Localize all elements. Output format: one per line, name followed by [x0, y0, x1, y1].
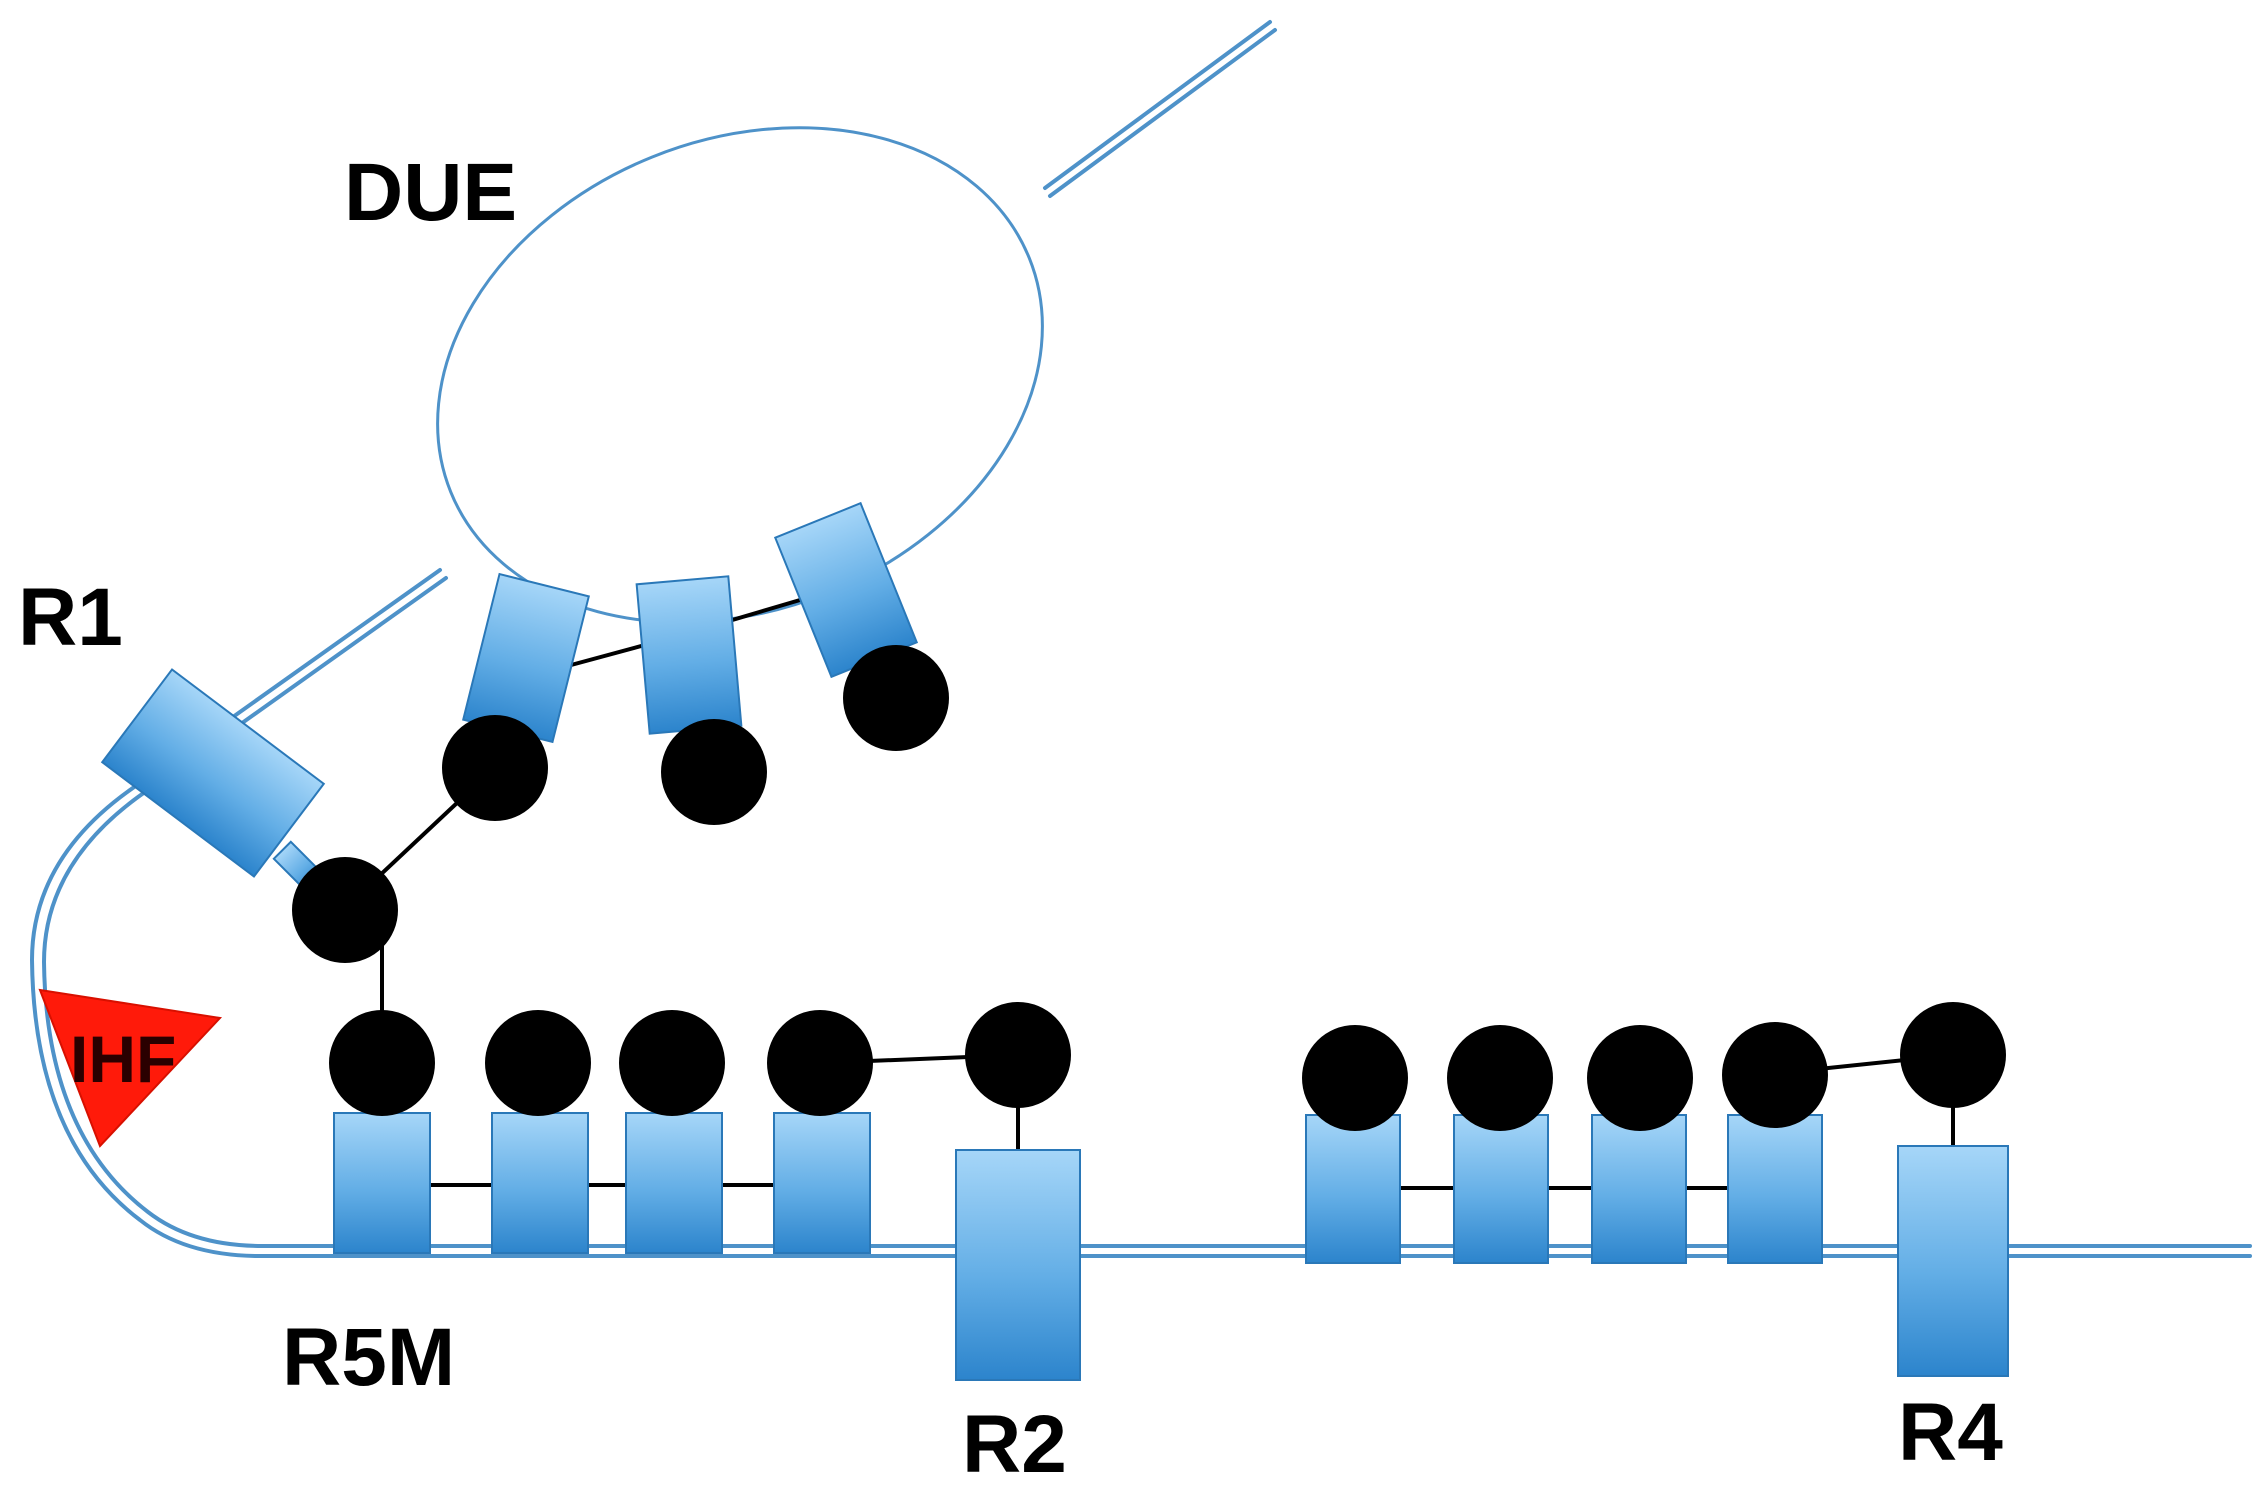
- dna-strand: [29, 20, 2252, 1258]
- r5m-label: R5M: [282, 1312, 455, 1403]
- r5m-box-4: [773, 1112, 871, 1254]
- due-melted-bubble: [436, 126, 1044, 624]
- protein-r4-group-4: [1722, 1022, 1828, 1128]
- protein-r5m-1: [329, 1010, 435, 1116]
- protein-due-2: [661, 719, 767, 825]
- protein-links: [343, 598, 1955, 1190]
- r4-binding-site: [1897, 1145, 2009, 1377]
- due-box-2: [635, 575, 743, 735]
- r2-label: R2: [962, 1399, 1067, 1490]
- due-label: DUE: [344, 147, 517, 238]
- protein-r5m-4: [767, 1010, 873, 1116]
- r5m-box-3: [625, 1112, 723, 1254]
- ihf-label: IHF: [70, 1022, 176, 1096]
- dna-upper-arm: [1043, 20, 1277, 198]
- protein-r4: [1900, 1002, 2006, 1108]
- protein-r5m-3: [619, 1010, 725, 1116]
- protein-r5m-2: [485, 1010, 591, 1116]
- protein-r4-group-1: [1302, 1025, 1408, 1131]
- r1-label: R1: [18, 572, 123, 663]
- r4-group-box-4: [1727, 1114, 1823, 1264]
- protein-due-1: [442, 715, 548, 821]
- protein-r4-group-2: [1447, 1025, 1553, 1131]
- r1-binding-site: [100, 668, 326, 878]
- dnaa-proteins: [292, 645, 2006, 1131]
- r5m-box-1: [333, 1112, 431, 1254]
- r2-binding-site: [955, 1149, 1081, 1381]
- r5m-box-2: [491, 1112, 589, 1254]
- ihf-triangle: [38, 988, 223, 1148]
- protein-due-3: [843, 645, 949, 751]
- r4-label: R4: [1898, 1387, 2003, 1478]
- r4-group-box-2: [1453, 1114, 1549, 1264]
- protein-r2: [965, 1002, 1071, 1108]
- binding-sites: [100, 501, 2009, 1381]
- protein-r1: [292, 857, 398, 963]
- dna-left-loop-inner: [41, 576, 2252, 1248]
- dna-left-loop-outer: [29, 568, 2252, 1258]
- protein-r4-group-3: [1587, 1025, 1693, 1131]
- r4-group-box-3: [1591, 1114, 1687, 1264]
- r4-group-box-1: [1305, 1114, 1401, 1264]
